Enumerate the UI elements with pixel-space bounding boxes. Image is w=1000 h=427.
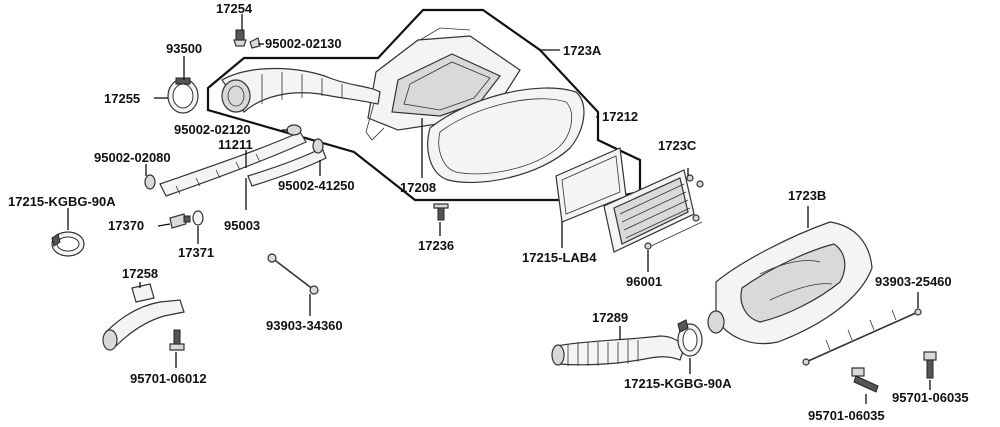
label-93500: 93500 [166,41,202,56]
drain-plug-17370 [169,213,191,229]
intake-duct-17289 [551,335,685,366]
leader-lines [67,14,931,404]
label-17371: 17371 [178,245,214,260]
label-17370: 17370 [108,218,144,233]
label-11211: 11211 [218,137,253,152]
label-93903-25460: 93903-25460 [875,274,952,289]
washer-17371 [192,210,204,226]
label-17289: 17289 [592,310,628,325]
label-95002-02120: 95002-02120 [174,122,251,137]
label-17258: 17258 [122,266,158,281]
label-17215-kgbg-90a-left: 17215-KGBG-90A [8,194,116,209]
secondary-filter-1723c [603,169,704,253]
label-17208: 17208 [400,180,436,195]
hose-clamp-93500 [167,77,199,114]
screw-strip-93903-25460 [802,308,922,366]
label-95701-06035-bottom: 95701-06035 [808,408,885,423]
connecting-tube-17258 [102,283,185,351]
clip-95002-02130 [249,37,261,49]
filter-element [427,87,585,183]
label-1723c: 1723C [658,138,697,153]
screw-93903-34360 [267,253,319,295]
label-96001: 96001 [626,274,662,289]
label-1723a: 1723A [563,43,602,58]
label-95002-02130: 95002-02130 [265,36,342,51]
label-17236: 17236 [418,238,454,253]
label-93903-34360: 93903-34360 [266,318,343,333]
assembly-group-outline [206,8,642,202]
label-95701-06035-right: 95701-06035 [892,390,969,405]
screw-17254 [233,29,247,47]
hose-clamp-bottom [677,319,703,357]
label-95002-41250: 95002-41250 [278,178,355,193]
air-cleaner-case-lower [707,221,873,345]
bolt-95701-06012 [169,329,185,351]
breather-hose-11211 [159,131,327,197]
label-95003: 95003 [224,218,260,233]
label-95002-02080: 95002-02080 [94,150,171,165]
bolt-95701-06035-right [923,351,937,379]
label-95701-06012: 95701-06012 [130,371,207,386]
bolt-95701-06035-bottom [851,367,879,393]
label-17212: 17212 [602,109,638,124]
label-17255: 17255 [104,91,140,106]
bolt-17236 [433,203,449,221]
intake-snorkel [221,67,381,113]
clip-95002-02120 [286,124,302,136]
label-17215-kgbg-90a-bottom: 17215-KGBG-90A [624,376,732,391]
label-1723b: 1723B [788,188,826,203]
clip-95002-41250 [312,138,324,154]
label-17254: 17254 [216,1,253,16]
screw-96001 [644,221,703,250]
label-17215-lab4: 17215-LAB4 [522,250,597,265]
clip-95002-02080 [144,174,156,190]
hose-clamp-left [51,231,85,257]
